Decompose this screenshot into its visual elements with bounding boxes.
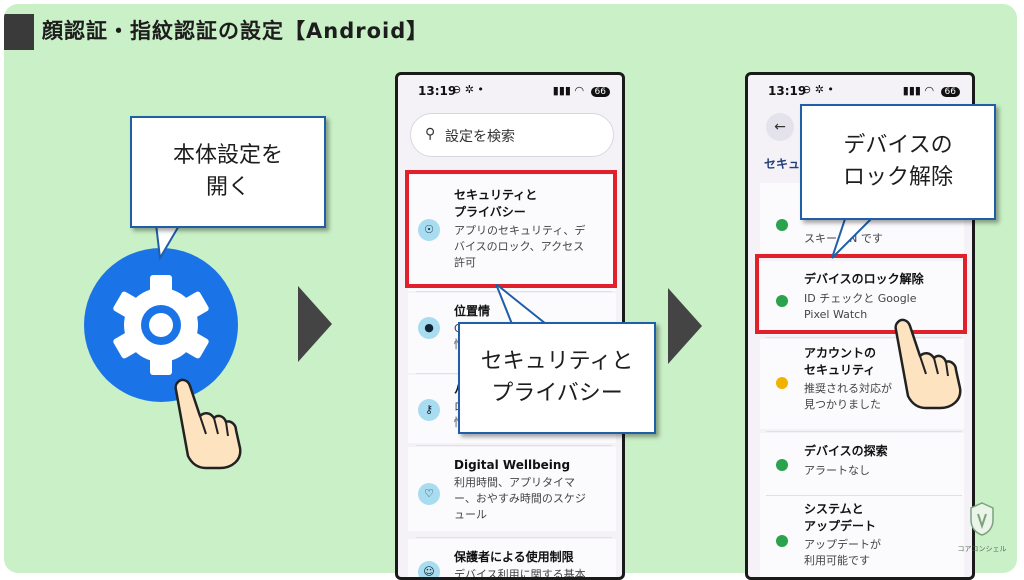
item-description: アップデートが [804,538,881,551]
step-arrow-2 [668,288,702,364]
item-description: 見つかりました [804,398,881,411]
callout-1-line1: 本体設定を [172,143,283,168]
item-description: バイスのロック、アクセス [454,240,585,253]
status-bar: 13:19 ⊖ ✲ • ▮▮▮ ◠ 66 [748,75,972,111]
shield-logo-icon [970,502,994,536]
check-status-icon [776,219,788,231]
item-description: ID チェックと Google [804,292,917,305]
child-icon: ☺ [418,561,440,577]
settings-search-bar[interactable]: ⚲ 設定を検索 [410,113,614,157]
item-description: 推奨される対応が [804,382,892,395]
item-description: ー、おやすみ時間のスケジ [454,492,586,505]
item-description: アラートなし [804,464,870,477]
status-right-icons: ▮▮▮ ◠ 66 [903,84,960,97]
tap-hand-icon-1 [174,378,242,470]
status-time: 13:19 [418,84,457,98]
tap-hand-icon-2 [894,318,962,410]
divider [766,337,962,338]
item-description: 利用時間、アプリタイマ [454,476,575,489]
location-pin-icon: ● [418,317,440,339]
back-arrow-icon[interactable]: ← [766,113,794,141]
item-description: アプリのセキュリティ、デ [454,224,586,237]
list-item-parental-controls[interactable]: ☺ 保護者による使用制限 デバイス利用に関する基本 [408,539,616,580]
title-bar: 顔認証・指紋認証の設定【Android】 [4,4,1017,52]
warning-status-icon [776,377,788,389]
item-description: ュール [454,508,487,521]
list-item-digital-wellbeing[interactable]: ♡ Digital Wellbeing 利用時間、アプリタイマ ー、おやすみ時間… [408,447,616,531]
item-title: アカウントの [804,346,877,360]
callout-3-line2: ロック解除 [842,165,953,190]
callout-open-settings: 本体設定を 開く [130,116,326,228]
list-item-system-update[interactable]: システムと アップデート アップデートが 利用可能です [760,497,964,577]
item-title: システムと [804,502,864,516]
heart-icon: ♡ [418,483,440,505]
status-left-icons: ⊖ ✲ • [452,83,484,96]
search-placeholder: 設定を検索 [445,129,515,145]
callout-2-line1: セキュリティと [480,349,634,374]
battery-level: 66 [590,87,610,97]
callout-3-tail [831,216,876,259]
list-item-security-privacy[interactable]: ☉ セキュリティと プライバシー アプリのセキュリティ、デ バイスのロック、アク… [408,175,616,291]
check-status-icon [776,459,788,471]
key-icon: ⚷ [418,399,440,421]
item-title: 保護者による使用制限 [454,550,574,564]
callout-device-unlock: デバイスの ロック解除 [800,104,996,220]
divider [766,495,962,496]
page-header: セキュ [764,157,801,171]
divider [766,431,962,432]
shield-icon: ☉ [418,219,440,241]
status-left-icons: ⊖ ✲ • [802,83,834,96]
status-right-icons: ▮▮▮ ◠ 66 [553,84,610,97]
item-description: Pixel Watch [804,308,868,321]
settings-gear-icon[interactable] [84,248,238,402]
callout-1-line2: 開く [205,175,250,200]
divider [416,537,612,538]
phone-security-screen: 13:19 ⊖ ✲ • ▮▮▮ ◠ 66 ← セキュ スキー ON です デバイ… [745,72,975,580]
highlight-security-privacy [405,170,617,288]
item-title: プライバシー [454,205,526,219]
divider [416,445,612,446]
status-time: 13:19 [768,84,807,98]
step-arrow-1 [298,286,332,362]
highlight-device-unlock [755,254,967,334]
slide-title: 顔認証・指紋認証の設定【Android】 [42,19,429,43]
item-title: デバイスの探索 [804,444,888,458]
item-description: 利用可能です [804,554,870,567]
list-item-device-unlock[interactable]: デバイスのロック解除 ID チェックと Google Pixel Watch [760,261,964,335]
callout-2-line2: プライバシー [491,381,623,406]
item-description: 許可 [454,256,476,269]
item-title: 位置情 [454,304,491,318]
callout-3-line1: デバイスの [843,133,953,158]
callout-1-tail [154,224,182,262]
title-marker [4,14,34,50]
item-description: デバイス利用に関する基本 [454,568,586,580]
brand-logo: コアコンシェル [956,502,1008,562]
status-bar: 13:19 ⊖ ✲ • ▮▮▮ ◠ 66 [398,75,622,111]
check-status-icon [776,535,788,547]
callout-2-tail [494,284,549,326]
check-status-icon [776,295,788,307]
divider [416,291,612,292]
list-item-find-device[interactable]: デバイスの探索 アラートなし [760,433,964,497]
item-title: デバイスのロック解除 [804,272,924,286]
item-title: アップデート [804,519,877,533]
item-title: セキュリティ [804,363,876,377]
callout-security-privacy: セキュリティと プライバシー [458,322,656,434]
item-title: Digital Wellbeing [454,458,571,472]
search-icon: ⚲ [425,126,436,142]
battery-level: 66 [940,87,960,97]
logo-label: コアコンシェル [957,545,1007,553]
item-title: セキュリティと [454,188,538,202]
